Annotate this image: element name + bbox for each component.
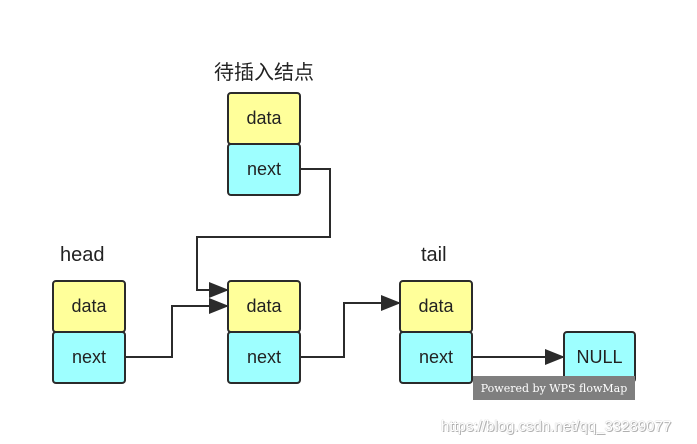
middle-node-data: data bbox=[227, 280, 301, 333]
arrow-head-to-middle bbox=[126, 298, 229, 358]
powered-by-watermark: Powered by WPS flowMap bbox=[473, 376, 635, 400]
tail-node-next: next bbox=[399, 331, 473, 384]
head-label: head bbox=[60, 244, 105, 266]
head-node-data: data bbox=[52, 280, 126, 333]
head-node-next: next bbox=[52, 331, 126, 384]
insert-node-data: data bbox=[227, 92, 301, 145]
middle-node-next: next bbox=[227, 331, 301, 384]
null-node: NULL bbox=[563, 331, 636, 383]
insert-node-next: next bbox=[227, 143, 301, 196]
tail-label: tail bbox=[421, 244, 447, 266]
tail-node-data: data bbox=[399, 280, 473, 333]
arrow-middle-to-tail bbox=[300, 295, 401, 358]
insert-node-label: 待插入结点 bbox=[214, 60, 314, 84]
arrow-insert-to-middle bbox=[196, 168, 331, 298]
source-url-watermark: https://blog.csdn.net/qq_33289077 bbox=[441, 418, 672, 435]
